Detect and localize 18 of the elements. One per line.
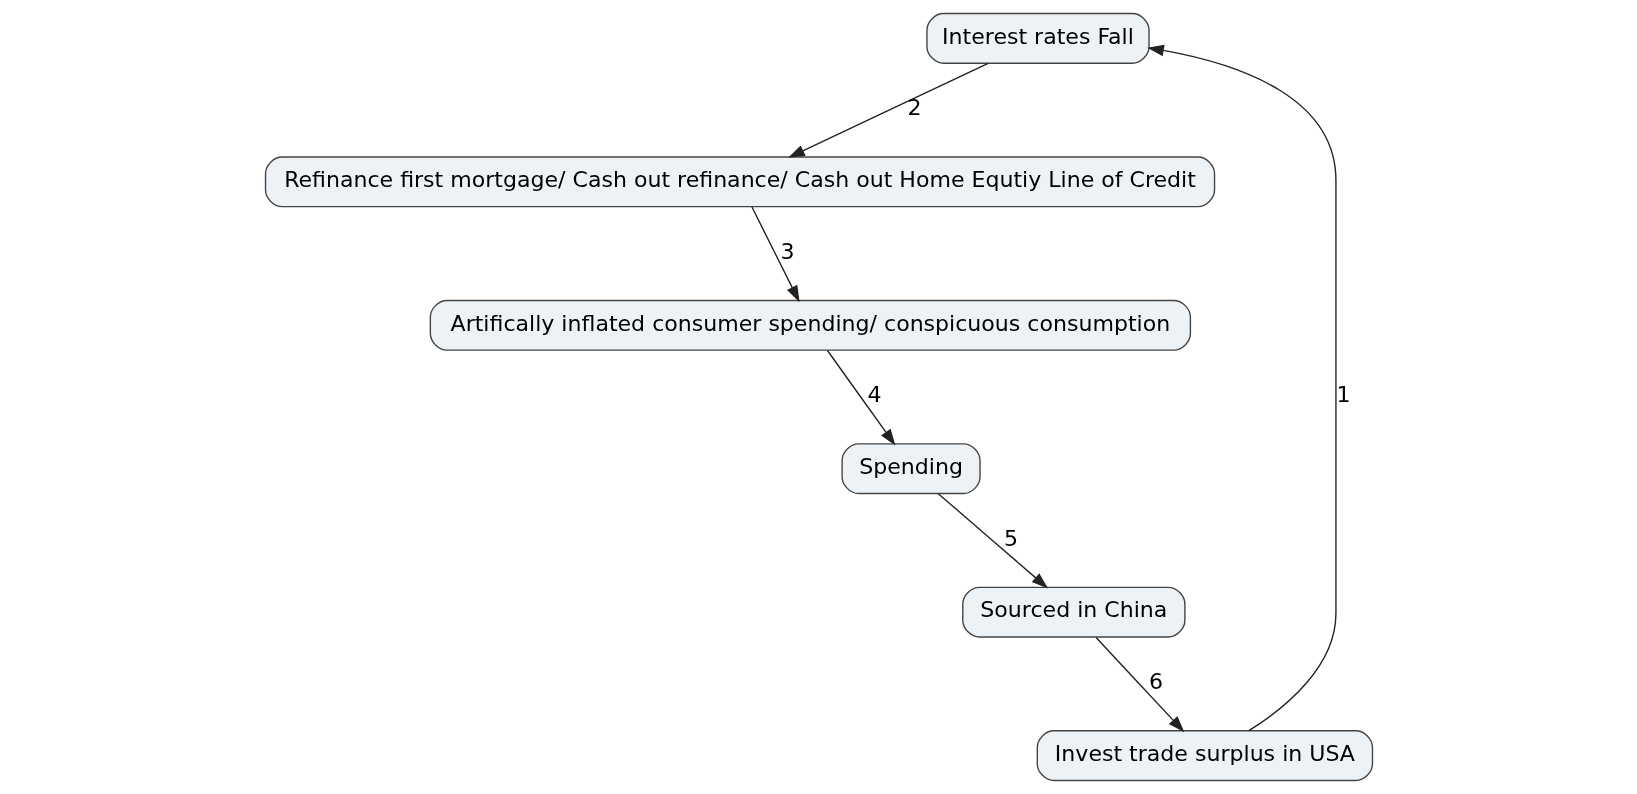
node-box: Spending <box>840 443 981 495</box>
edge-label: 4 <box>867 382 882 408</box>
edge-label: 1 <box>1335 382 1351 408</box>
arrow <box>750 206 800 303</box>
node-box: Invest trade surplus in USA <box>1036 730 1373 782</box>
edge-label: 3 <box>780 238 795 264</box>
edge-label: 2 <box>907 95 922 121</box>
arrow <box>1094 636 1184 733</box>
arrow <box>826 349 895 446</box>
edge-label: 5 <box>1003 525 1018 551</box>
node-box: Refinance first mortgage/ Cash out refinance/ Cash out Home Equtiy Line of Credit <box>264 156 1215 208</box>
arrow <box>787 62 989 158</box>
arrow <box>937 492 1048 589</box>
arrow <box>1146 44 1337 732</box>
edge-label: 6 <box>1148 669 1163 695</box>
node-box: Sourced in China <box>961 586 1186 638</box>
node-box: Artifically inflated consumer spending/ conspicuous consumption <box>429 299 1191 351</box>
node-box: Interest rates Fall <box>925 12 1150 64</box>
